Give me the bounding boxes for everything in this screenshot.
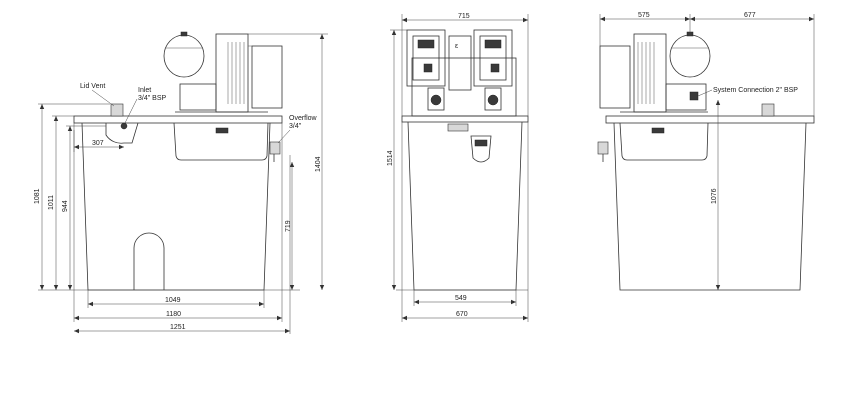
svg-text:944: 944 (62, 200, 69, 212)
svg-text:719: 719 (285, 220, 292, 232)
rear-control-panel (599, 45, 631, 109)
rear-overflow-fitting (597, 141, 609, 155)
dim-677: 677 (690, 12, 815, 116)
svg-text:1049: 1049 (165, 297, 181, 304)
side-overflow-cap (474, 139, 488, 147)
dim-1404: 1404 (248, 33, 328, 290)
front-pump-tray (173, 122, 269, 161)
side-switch-right (490, 63, 500, 73)
front-tank-lid (73, 115, 283, 124)
side-pump-left (427, 87, 445, 111)
side-pump-right (484, 87, 502, 111)
inlet-label: Inlet (138, 87, 151, 94)
front-control-panel (251, 45, 283, 109)
overflow-leader (277, 129, 291, 144)
svg-text:1011: 1011 (48, 195, 55, 210)
dim-307: 307 (73, 130, 124, 152)
rear-system-connection-fitting (689, 91, 699, 101)
dim-549: 549 (413, 290, 517, 306)
front-tank-body (81, 122, 271, 291)
dim-1076: 1076 (711, 100, 721, 290)
svg-text:677: 677 (744, 12, 756, 19)
svg-text:1081: 1081 (34, 188, 41, 204)
inlet-leader (124, 98, 138, 124)
front-tray-handle (215, 127, 229, 134)
rear-tank-body (613, 122, 807, 291)
dim-944: 944 (62, 125, 106, 290)
svg-text:575: 575 (638, 12, 650, 19)
front-control-box (215, 33, 249, 113)
rear-tray-handle (651, 127, 665, 134)
front-motor-fins (227, 42, 245, 104)
side-panel-left (412, 35, 440, 81)
side-center-logo-icon: ε (455, 43, 458, 50)
rear-tank-lid (605, 115, 815, 124)
side-pump-right-port (487, 94, 499, 106)
rear-motor-fins (637, 42, 655, 104)
rear-pump-tray (619, 122, 709, 161)
side-center-panel (448, 35, 472, 91)
front-lid-vent (110, 103, 124, 117)
rear-view: System Connection 2" BSP 575 677 1076 (597, 12, 815, 291)
svg-text:1076: 1076 (711, 188, 718, 204)
svg-text:549: 549 (455, 295, 467, 302)
system-connection-leader (697, 89, 713, 97)
dim-1011: 1011 (48, 115, 74, 290)
side-control-box-right (473, 29, 513, 87)
dim-1180: 1180 (73, 123, 283, 322)
svg-text:1404: 1404 (315, 156, 322, 172)
overflow-label: Overflow (289, 115, 318, 122)
side-tank-lid (401, 115, 529, 123)
side-switch-left (423, 63, 433, 73)
rear-pipework (665, 83, 707, 111)
rear-lid-vent (761, 103, 775, 117)
inlet-size-label: 3/4" BSP (138, 95, 166, 102)
dim-1081: 1081 (34, 103, 110, 290)
front-inlet-fitting (120, 122, 128, 130)
dim-670: 670 (401, 122, 529, 322)
dim-719: 719 (285, 162, 295, 290)
overflow-size-label: 3/4" (289, 123, 302, 130)
lid-vent-label: Lid Vent (80, 83, 105, 90)
svg-text:1514: 1514 (387, 150, 394, 166)
front-pipework (179, 83, 217, 111)
front-overflow-fitting (269, 141, 281, 155)
front-vessel-cap (180, 31, 188, 37)
front-view: Lid Vent Inlet 3/4" BSP Overflow 3/4" 30… (34, 31, 328, 334)
front-access-arch (133, 232, 165, 290)
svg-text:307: 307 (92, 140, 104, 147)
lid-vent-leader (91, 89, 115, 107)
side-tank-body (407, 121, 523, 291)
side-display-right (484, 39, 502, 49)
svg-text:670: 670 (456, 311, 468, 318)
side-frame (411, 57, 517, 117)
svg-text:1180: 1180 (166, 311, 181, 318)
side-tray-handle (447, 123, 469, 132)
front-pressure-vessel (163, 34, 205, 78)
front-inlet-pipe (105, 122, 139, 144)
dim-1251: 1251 (74, 155, 291, 334)
side-view: ε 715 549 670 (387, 13, 529, 322)
system-connection-label: System Connection 2" BSP (713, 87, 798, 94)
dim-715: 715 (401, 13, 529, 116)
svg-text:1251: 1251 (170, 324, 186, 331)
dim-1049: 1049 (87, 290, 265, 308)
side-panel-right (479, 35, 507, 81)
side-overflow-fitting (470, 135, 492, 163)
side-pump-left-port (430, 94, 442, 106)
dim-1514: 1514 (387, 29, 407, 290)
side-control-box-left (406, 29, 446, 87)
side-display-left (417, 39, 435, 49)
svg-text:715: 715 (458, 13, 470, 20)
rear-pressure-vessel (669, 34, 711, 78)
